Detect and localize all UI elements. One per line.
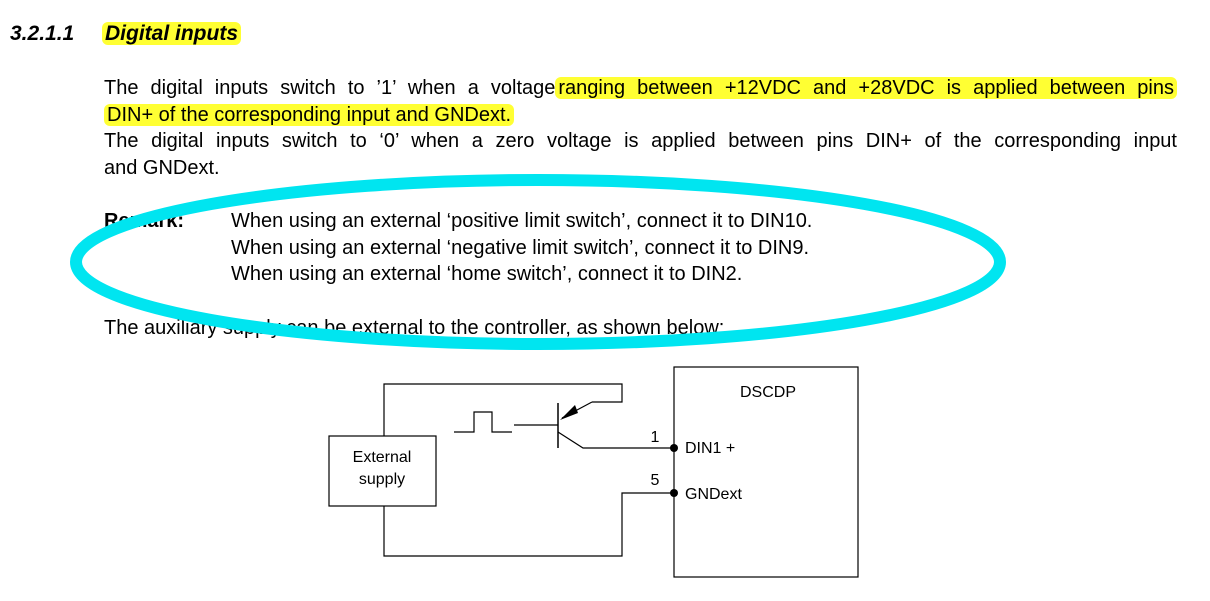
paragraph-2-line-2: and GNDext. <box>104 156 220 179</box>
section-title: Digital inputs <box>102 22 241 45</box>
pin-5-label: GNDext <box>685 486 742 503</box>
pin-5-dot <box>670 489 678 497</box>
paragraph-1-line-1: The digital inputs switch to ’1’ when a … <box>104 75 1177 102</box>
pulse-icon <box>454 411 512 433</box>
external-supply-box <box>328 435 437 507</box>
pin-5-number: 5 <box>651 472 660 489</box>
pin-1-number: 1 <box>651 429 660 446</box>
transistor-emitter <box>557 431 674 449</box>
pin-1-dot <box>670 444 678 452</box>
paragraph-2-line-1: The digital inputs switch to ‘0’ when a … <box>104 130 1177 152</box>
controller-box <box>673 366 859 578</box>
transistor-arrow-icon <box>560 405 578 420</box>
supply-label-line-2: supply <box>359 471 405 488</box>
paragraph-1-highlight-a: ranging between +12VDC and +28VDC is app… <box>555 77 1177 99</box>
controller-label: DSCDP <box>740 384 796 401</box>
wire-top <box>383 383 623 436</box>
paragraph-1-highlight-b: DIN+ of the corresponding input and GNDe… <box>104 103 515 126</box>
paragraph-1-line-2: DIN+ of the corresponding input and GNDe… <box>104 102 1177 129</box>
pin-1-label: DIN1 + <box>685 440 735 457</box>
section-heading: 3.2.1.1 Digital inputs <box>10 22 241 46</box>
section-number: 3.2.1.1 <box>10 22 75 45</box>
supply-label-line-1: External <box>353 449 412 466</box>
paragraph-1-plain: The digital inputs switch to ’1’ when a … <box>104 77 556 99</box>
wire-bottom <box>383 492 674 557</box>
